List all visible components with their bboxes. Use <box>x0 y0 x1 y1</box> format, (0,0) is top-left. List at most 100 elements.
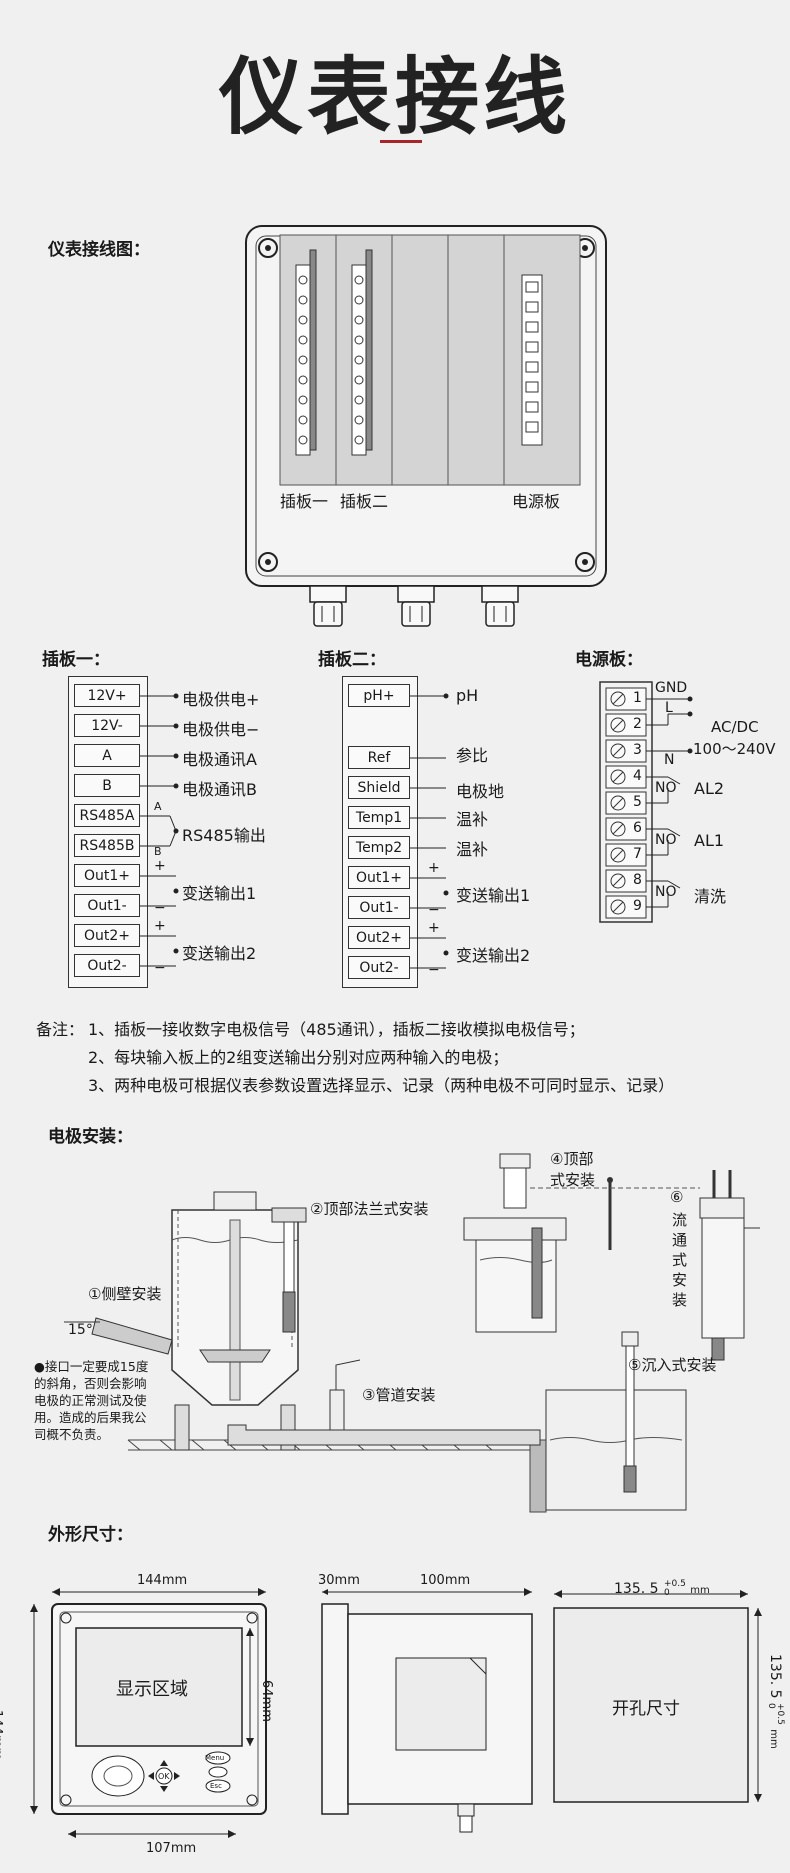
label-rs485-output: RS485输出 <box>182 826 266 845</box>
label-transmit-out1: 变送输出1 <box>456 886 531 905</box>
title-underline <box>380 140 422 143</box>
dim-side-depth-2: 100mm <box>420 1573 471 1588</box>
board1-terminal-out1-plus: Out1+ <box>74 864 140 887</box>
board1-terminal-rs485a: RS485A <box>74 804 140 827</box>
label-al2: AL2 <box>694 779 725 798</box>
label-temp-comp-2: 温补 <box>456 840 489 859</box>
mark-minus: − <box>154 900 166 916</box>
install-heading: 电极安装： <box>48 1127 133 1147</box>
pin-4: 4 <box>633 768 642 784</box>
pin-1: 1 <box>633 690 642 706</box>
label-top-install-b: 式安装 <box>550 1171 596 1189</box>
installation-warning: ●接口一定要成15度 的斜角，否则会影响 电极的正常测试及使 用。造成的后果我公… <box>34 1358 148 1443</box>
board2-terminal-out1-plus: Out1+ <box>348 866 410 889</box>
pin-3: 3 <box>633 742 642 758</box>
ok-button-label: OK <box>158 1772 170 1781</box>
label-electrode-power-plus: 电极供电+ <box>182 690 260 709</box>
mark-plus: + <box>428 920 440 936</box>
label-transmit-out2: 变送输出2 <box>456 946 531 965</box>
psu-label: 电源板 <box>512 492 561 511</box>
label-side-wall-install: ①侧壁安装 <box>88 1285 162 1303</box>
slot2-label: 插板二 <box>340 492 389 511</box>
label-pipe-install: ③管道安装 <box>362 1386 436 1404</box>
pin-2: 2 <box>633 716 642 732</box>
mark-plus: + <box>428 860 440 876</box>
installation-diagram <box>64 1153 760 1513</box>
label-immersion-install: ⑤沉入式安装 <box>628 1356 717 1374</box>
flow-char: 安 <box>672 1271 688 1289</box>
board2-terminal-temp1: Temp1 <box>348 806 410 829</box>
board1-terminal-out2-plus: Out2+ <box>74 924 140 947</box>
dim-side-depth-1: 30mm <box>318 1573 360 1588</box>
label-flow-num: ⑥ <box>670 1188 684 1206</box>
flow-char: 式 <box>672 1251 688 1269</box>
label-electrode-power-minus: 电极供电− <box>182 720 260 739</box>
board2-wires <box>410 693 449 969</box>
mark-minus: − <box>428 962 440 978</box>
esc-button-label: Esc <box>210 1782 222 1790</box>
label-temp-comp-1: 温补 <box>456 810 489 829</box>
display-area-label: 显示区域 <box>116 1679 188 1700</box>
warning-line: 司概不负责。 <box>34 1427 110 1442</box>
note-line-1: 1、插板一接收数字电极信号（485通讯），插板二接收模拟电极信号； <box>88 1020 585 1039</box>
page-title: 仪表接线 <box>218 48 571 146</box>
cutout-drawing <box>553 1590 762 1803</box>
note-line-3: 3、两种电极可根据仪表参数设置选择显示、记录（两种电极不可同时显示、记录） <box>88 1076 675 1095</box>
label-transmit-out2: 变送输出2 <box>182 944 257 963</box>
label-gnd: GND <box>655 680 688 696</box>
tol-unit: mm <box>690 1585 710 1596</box>
menu-button-label: Menu <box>205 1754 225 1762</box>
notes-prefix: 备注： <box>36 1020 85 1039</box>
board1-terminal-12v-plus: 12V+ <box>74 684 140 707</box>
pin-7: 7 <box>633 846 642 862</box>
tol-plus: +0.5 <box>663 1579 686 1589</box>
board2-terminal-out1-minus: Out1- <box>348 896 410 919</box>
board2-terminal-shield: Shield <box>348 776 410 799</box>
label-electrode-ground: 电极地 <box>456 782 505 801</box>
dimensions-heading: 外形尺寸： <box>48 1525 133 1545</box>
tol-unit: mm <box>768 1729 779 1749</box>
relay-no: NO <box>655 780 677 796</box>
label-acdc: AC/DC <box>711 718 759 736</box>
label-flow-install: 流 通 式 安 装 <box>672 1210 687 1310</box>
board2-terminal-out2-minus: Out2- <box>348 956 410 979</box>
board2-terminal-temp2: Temp2 <box>348 836 410 859</box>
cutout-width-value: 135. 5 <box>614 1581 659 1597</box>
label-reference: 参比 <box>456 746 489 765</box>
dim-front-width: 144mm <box>137 1573 188 1588</box>
pin-5: 5 <box>633 794 642 810</box>
board1-terminal-12v-minus: 12V- <box>74 714 140 737</box>
board2-terminal-ref: Ref <box>348 746 410 769</box>
flow-char: 通 <box>672 1231 688 1249</box>
tol-zero: 0 <box>663 1588 670 1598</box>
label-n: N <box>664 752 675 768</box>
label-transmit-out1: 变送输出1 <box>182 884 257 903</box>
dim-bottom-width: 107mm <box>146 1841 197 1856</box>
warning-line: 用。造成的后果我公 <box>34 1410 147 1425</box>
cutout-width-tolerance: +0.5 0 <box>664 1580 686 1598</box>
front-view-drawing <box>30 1588 267 1838</box>
slot1-label: 插板一 <box>280 492 329 511</box>
board2-terminal-out2-plus: Out2+ <box>348 926 410 949</box>
board2-terminal-ph: pH+ <box>348 684 410 707</box>
tol-plus: +0.5 <box>775 1702 785 1725</box>
label-top-install-a: ④顶部 <box>550 1150 594 1168</box>
board1-terminal-a: A <box>74 744 140 767</box>
enclosure-diagram <box>245 225 607 627</box>
flow-char: 装 <box>672 1291 688 1309</box>
board1-wires <box>140 693 179 967</box>
dim-front-height: 144mm <box>0 1710 4 1761</box>
dim-display-height: 64mm <box>259 1680 274 1722</box>
cutout-label: 开孔尺寸 <box>612 1699 680 1719</box>
board1-terminal-rs485b: RS485B <box>74 834 140 857</box>
label-electrode-comm-b: 电极通讯B <box>182 780 257 799</box>
mark-plus: + <box>154 918 166 934</box>
power-heading: 电源板： <box>575 650 643 670</box>
pin-8: 8 <box>633 872 642 888</box>
mark-minus: − <box>428 902 440 918</box>
label-top-flange-install: ②顶部法兰式安装 <box>310 1200 429 1218</box>
tol-zero: 0 <box>766 1702 776 1709</box>
wiring-heading: 仪表接线图： <box>48 240 150 260</box>
cutout-height-value: 135. 5 <box>767 1654 783 1699</box>
warning-line: ●接口一定要成15度 <box>34 1359 149 1374</box>
